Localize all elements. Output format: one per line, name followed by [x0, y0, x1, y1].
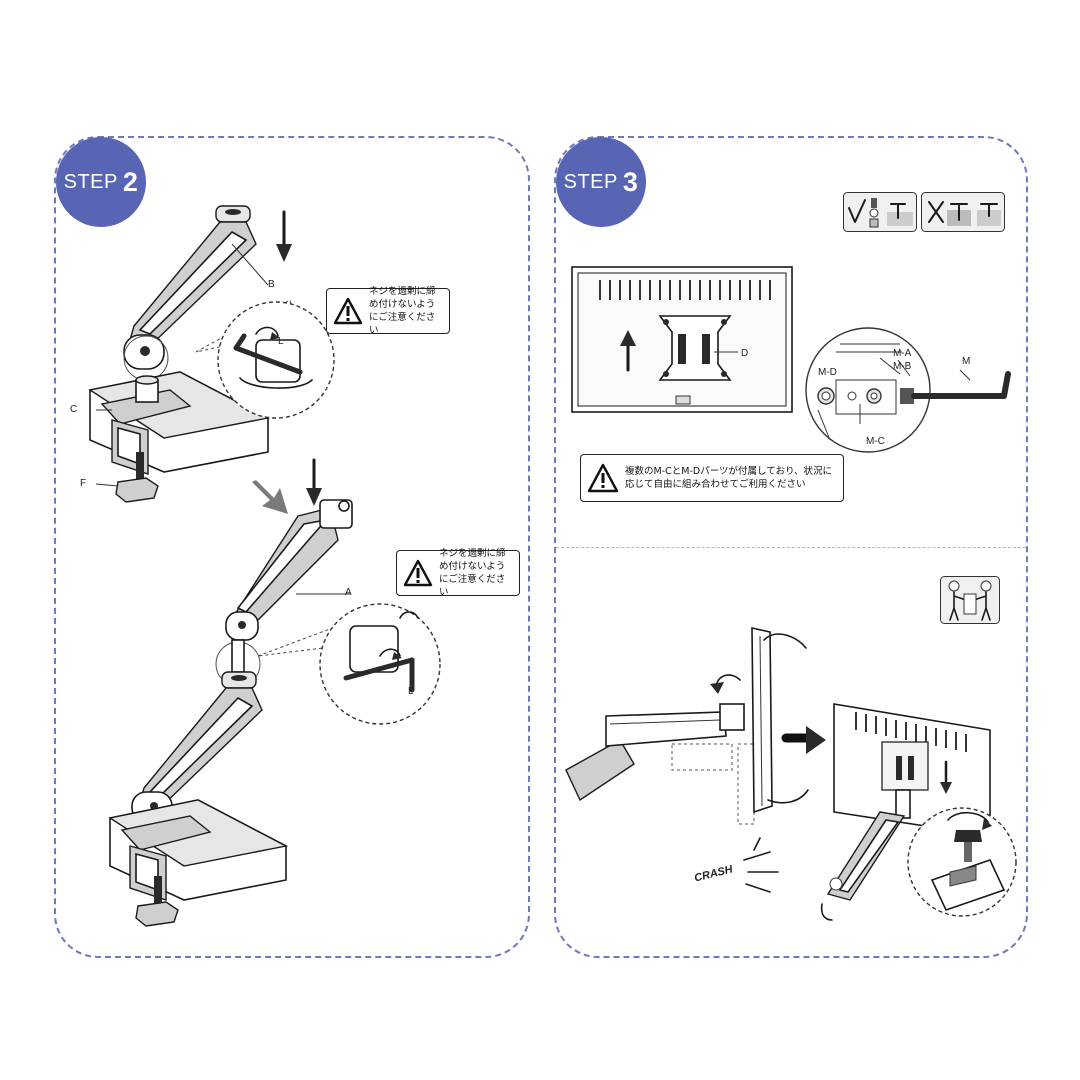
step3-panel	[554, 136, 1028, 958]
label-f: F	[80, 478, 87, 489]
step3-divider	[556, 547, 1026, 548]
label-md: M-D	[818, 367, 837, 378]
label-mb: M-B	[893, 361, 912, 372]
label-mc: M-C	[866, 436, 885, 447]
step3-badge-prefix: STEP	[563, 170, 618, 193]
step2-badge-prefix: STEP	[63, 170, 118, 193]
label-l-top: L	[278, 336, 284, 347]
step2-warning-top-text: ネジを過剰に締め付けないようにご注意ください	[369, 286, 436, 336]
correct-screw-icon	[843, 192, 917, 232]
step3-badge-number: 3	[622, 166, 639, 197]
step2-badge-number: 2	[122, 166, 139, 197]
step3-warning: 複数のM-CとM-Dパーツが付属しており、状況に応じて自由に組み合わせてご利用く…	[580, 454, 844, 502]
step2-warning-top: ネジを過剰に締め付けないようにご注意ください	[326, 286, 450, 336]
step2-warning-bottom: ネジを過剰に締め付けないようにご注意ください	[396, 548, 520, 598]
warning-icon	[403, 559, 433, 587]
step2-warning-bottom-text: ネジを過剰に締め付けないようにご注意ください	[439, 548, 506, 598]
warning-icon	[587, 463, 619, 493]
two-person-lift-icon	[940, 576, 1000, 624]
label-c: C	[70, 404, 78, 415]
label-a: A	[345, 587, 352, 598]
wrong-screw-icon	[921, 192, 1005, 232]
step3-warning-text: 複数のM-CとM-Dパーツが付属しており、状況に応じて自由に組み合わせてご利用く…	[625, 466, 833, 490]
label-m: M	[962, 356, 971, 367]
step2-panel	[54, 136, 530, 958]
label-d: D	[741, 348, 749, 359]
label-l-bottom: L	[408, 686, 414, 697]
label-ma: M-A	[893, 348, 912, 359]
arm-b-illustration	[88, 205, 441, 927]
warning-icon	[333, 297, 363, 325]
label-b: B	[268, 279, 275, 290]
